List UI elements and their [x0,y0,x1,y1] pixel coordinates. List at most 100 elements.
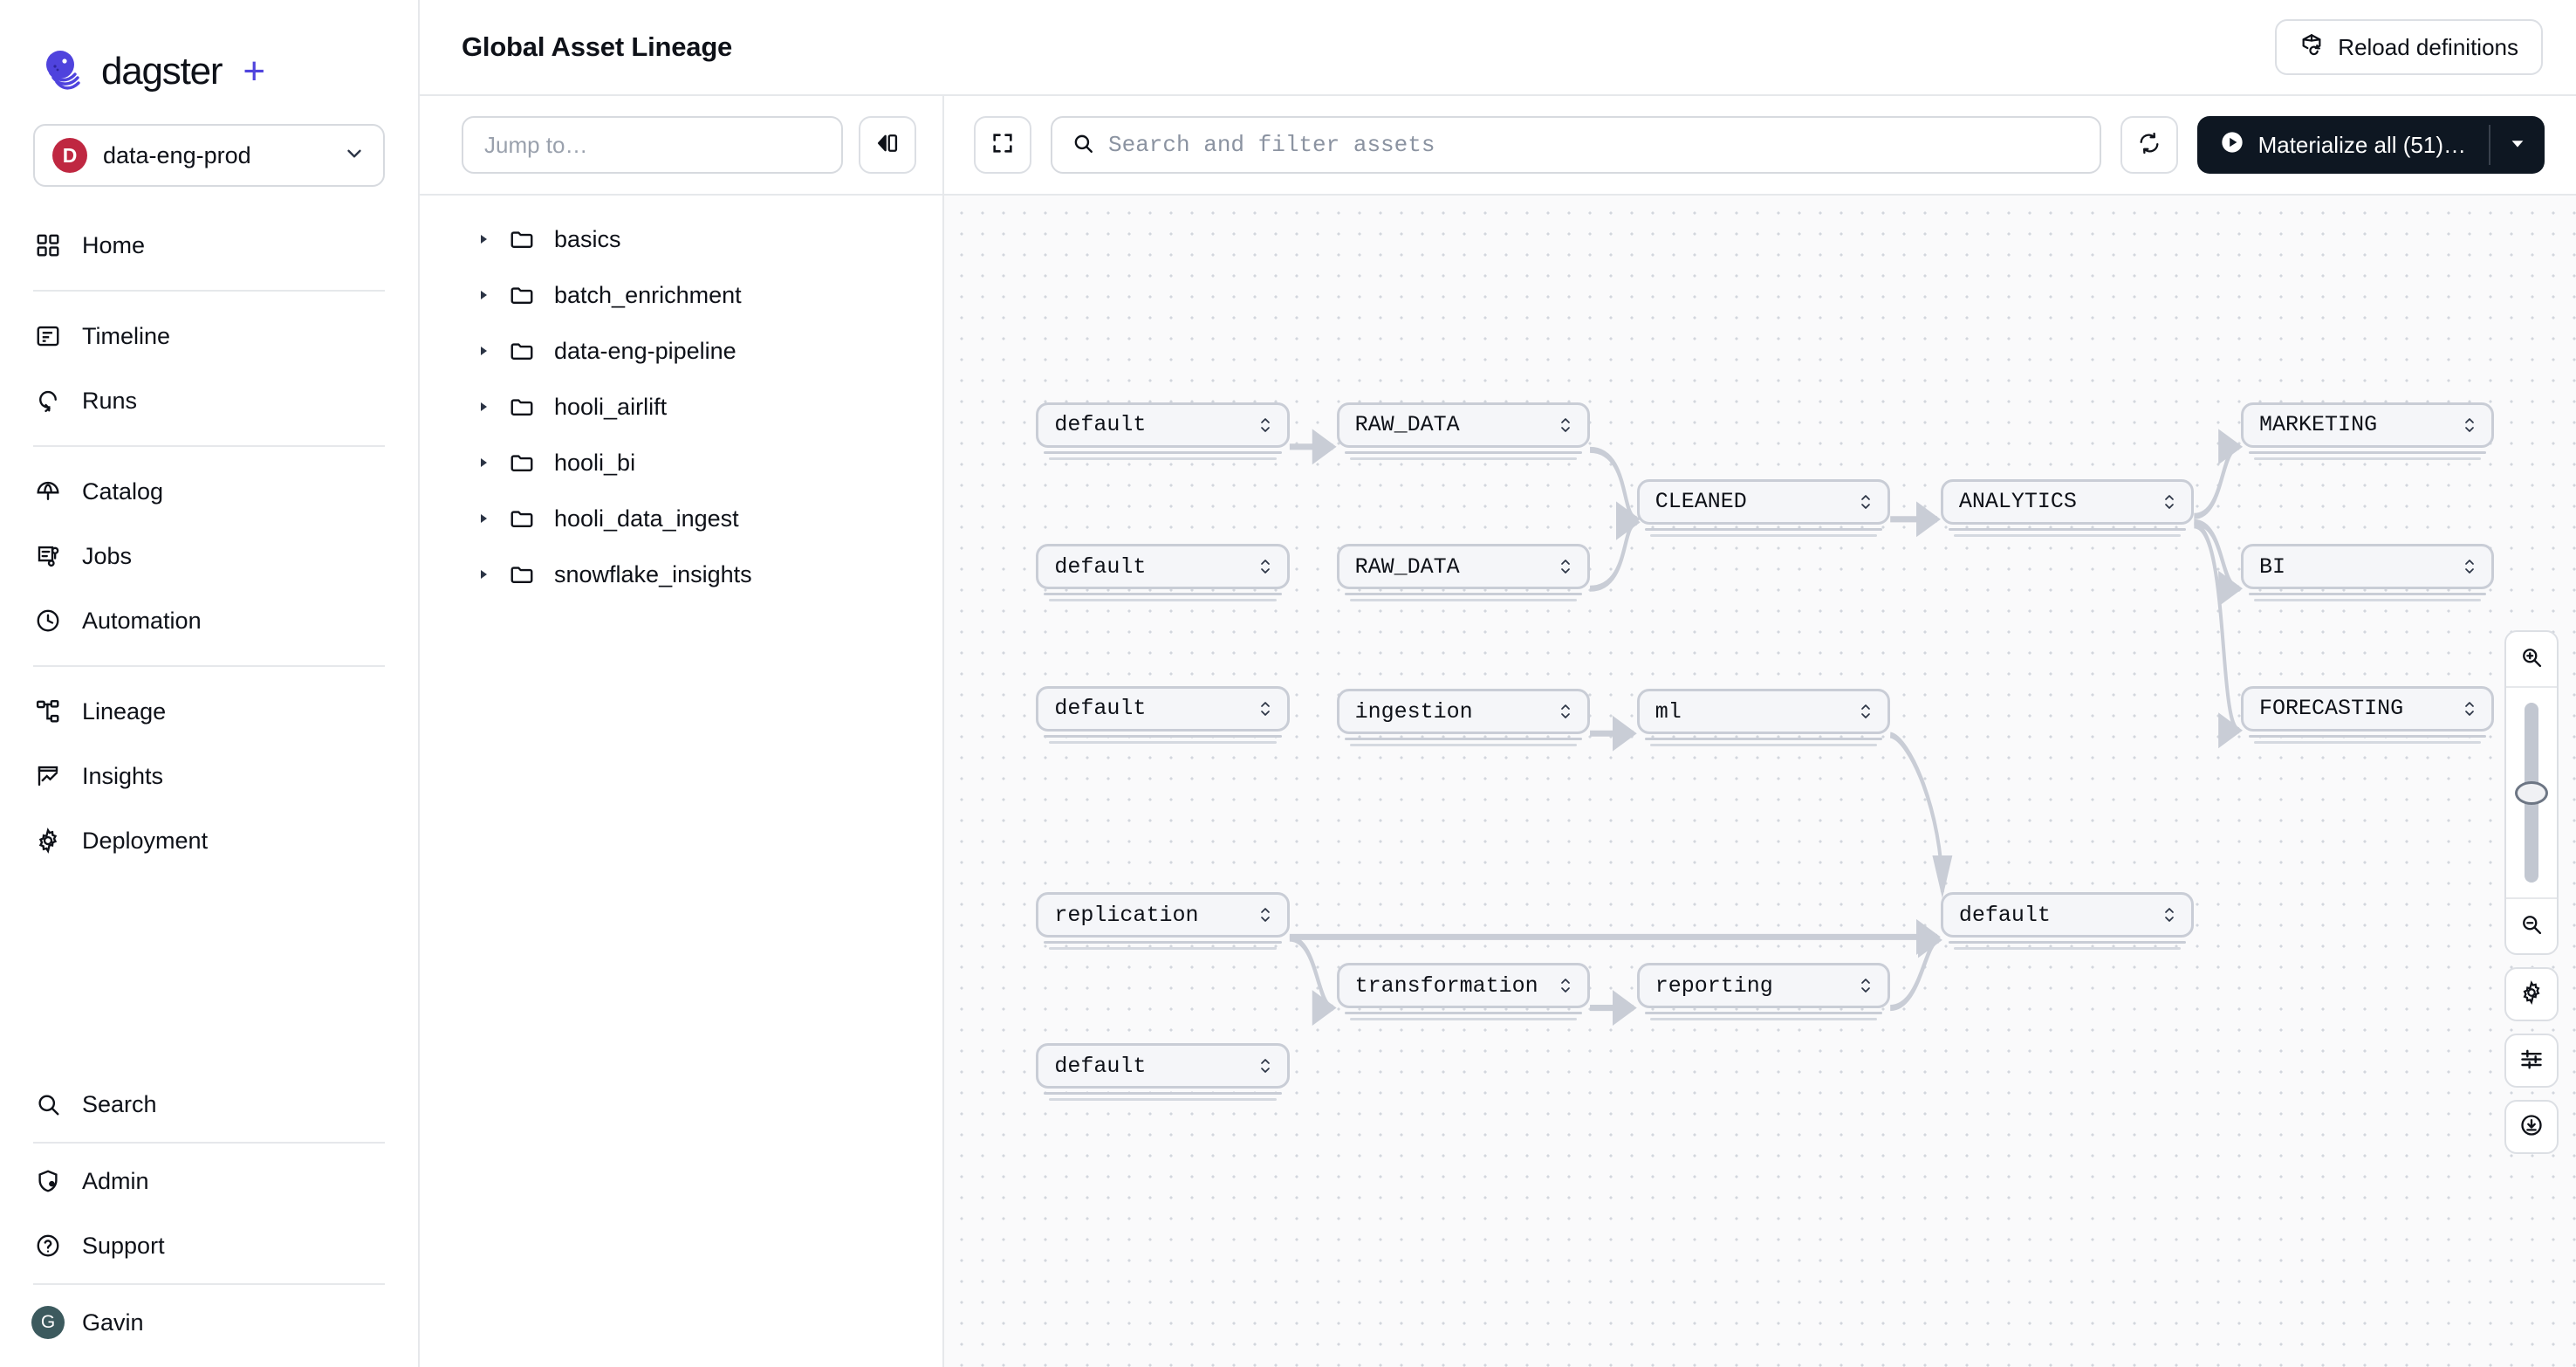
stepper-updown-icon[interactable] [2462,699,2477,718]
sidebar-item-lineage[interactable]: Lineage [0,679,418,744]
toolbar-right: Materialize all (51)… [944,116,2576,174]
tree-item[interactable]: hooli_airlift [420,379,942,435]
asset-group-node[interactable]: ANALYTICS [1940,478,2195,537]
sidebar-item-admin[interactable]: Admin [0,1149,418,1213]
fullscreen-button[interactable] [974,116,1031,174]
asset-group-node-label: RAW_DATA [1354,553,1460,580]
materialize-dropdown-button[interactable] [2490,116,2545,174]
asset-group-node[interactable]: CLEANED [1636,478,1891,537]
asset-group-node[interactable]: default [1036,685,1290,744]
stepper-updown-icon[interactable] [2162,905,2177,924]
sidebar-item-catalog[interactable]: Catalog [0,459,418,524]
asset-group-node[interactable]: ml [1636,689,1891,747]
materialize-divider [2489,125,2490,165]
asset-group-node[interactable]: ingestion [1336,689,1591,747]
stepper-updown-icon[interactable] [1858,492,1874,512]
stepper-updown-icon[interactable] [1858,702,1874,721]
gear-icon [2519,979,2544,1009]
deployment-picker[interactable]: D data-eng-prod [33,124,385,187]
sidebar-item-label: Timeline [82,322,171,349]
tree-item-label: hooli_bi [554,449,636,476]
caret-right-icon[interactable] [474,344,493,358]
asset-group-node[interactable]: default [1036,544,1290,602]
caret-right-icon[interactable] [474,232,493,246]
tree-item[interactable]: basics [420,211,942,267]
asset-group-node[interactable]: RAW_DATA [1336,402,1591,460]
reload-definitions-label: Reload definitions [2338,33,2518,60]
asset-group-node[interactable]: MARKETING [2241,402,2495,460]
sidebar-item-label: Jobs [82,542,133,569]
tree-item[interactable]: batch_enrichment [420,267,942,323]
stepper-updown-icon[interactable] [2462,416,2477,435]
caret-right-icon[interactable] [474,567,493,581]
tree-item[interactable]: hooli_bi [420,435,942,491]
caret-right-icon[interactable] [474,456,493,470]
stepper-updown-icon[interactable] [1257,905,1273,924]
nav-divider [33,445,385,447]
graph-filters-button[interactable] [2504,1034,2559,1088]
stepper-updown-icon[interactable] [1558,416,1573,435]
asset-group-node[interactable]: BI [2241,544,2495,602]
asset-group-node[interactable]: reporting [1636,963,1891,1021]
asset-group-node[interactable]: RAW_DATA [1336,544,1591,602]
tree-item[interactable]: snowflake_insights [420,546,942,602]
zoom-in-button[interactable] [2504,632,2559,686]
zoom-slider[interactable] [2504,688,2559,897]
page-title: Global Asset Lineage [462,31,733,62]
grid-icon [33,230,63,260]
folder-icon [509,450,538,476]
sidebar-item-automation[interactable]: Automation [0,588,418,653]
graph-settings-button[interactable] [2504,967,2559,1021]
sidebar-item-jobs[interactable]: Jobs [0,524,418,588]
zoom-slider-thumb[interactable] [2515,781,2548,805]
zoom-in-icon [2519,645,2544,674]
zoom-out-button[interactable] [2504,899,2559,953]
asset-group-node-label: replication [1054,902,1199,928]
sidebar-item-deployment[interactable]: Deployment [0,808,418,873]
asset-group-node[interactable]: transformation [1336,963,1591,1021]
refresh-button[interactable] [2120,116,2178,174]
asset-group-node[interactable]: default [1940,892,2195,951]
asset-group-tree: basics batch_enrichment data-eng-pipelin… [420,196,944,1367]
reload-definitions-button[interactable]: Reload definitions [2275,19,2543,75]
sidebar-item-support[interactable]: Support [0,1213,418,1278]
sidebar-item-home[interactable]: Home [0,213,418,278]
stepper-updown-icon[interactable] [1858,976,1874,995]
stepper-updown-icon[interactable] [1257,416,1273,435]
deployment-avatar: D [52,138,87,173]
stepper-updown-icon[interactable] [2462,557,2477,576]
sidebar-item-label: Insights [82,762,164,789]
stepper-updown-icon[interactable] [1257,699,1273,718]
sidebar-item-user[interactable]: G Gavin [0,1290,418,1355]
materialize-all-button[interactable]: Materialize all (51)… [2197,116,2489,174]
search-input[interactable] [1108,132,2080,158]
asset-group-node[interactable]: default [1036,1043,1290,1102]
asset-group-node[interactable]: replication [1036,892,1290,951]
caret-right-icon[interactable] [474,288,493,302]
stepper-updown-icon[interactable] [1257,557,1273,576]
asset-group-node[interactable]: default [1036,402,1290,460]
stepper-updown-icon[interactable] [1257,1056,1273,1075]
asset-group-node[interactable]: FORECASTING [2241,685,2495,744]
jump-to-input[interactable] [462,116,843,174]
sidebar-item-timeline[interactable]: Timeline [0,304,418,368]
materialize-button-group: Materialize all (51)… [2196,116,2545,174]
stepper-updown-icon[interactable] [1558,557,1573,576]
graph-toolbar: Materialize all (51)… [420,95,2576,196]
sidebar-item-insights[interactable]: Insights [0,744,418,808]
graph-download-button[interactable] [2504,1100,2559,1154]
tree-item[interactable]: data-eng-pipeline [420,323,942,379]
stepper-updown-icon[interactable] [1558,702,1573,721]
collapse-panel-button[interactable] [859,116,916,174]
asset-group-node-label: default [1054,1053,1147,1079]
caret-right-icon[interactable] [474,400,493,414]
brand[interactable]: dagster + [0,0,418,105]
tree-item[interactable]: hooli_data_ingest [420,491,942,546]
stepper-updown-icon[interactable] [1558,976,1573,995]
asset-search-box[interactable] [1051,116,2101,174]
sidebar-item-search[interactable]: Search [0,1072,418,1137]
caret-right-icon[interactable] [474,512,493,526]
sidebar-item-runs[interactable]: Runs [0,368,418,433]
stepper-updown-icon[interactable] [2162,492,2177,512]
